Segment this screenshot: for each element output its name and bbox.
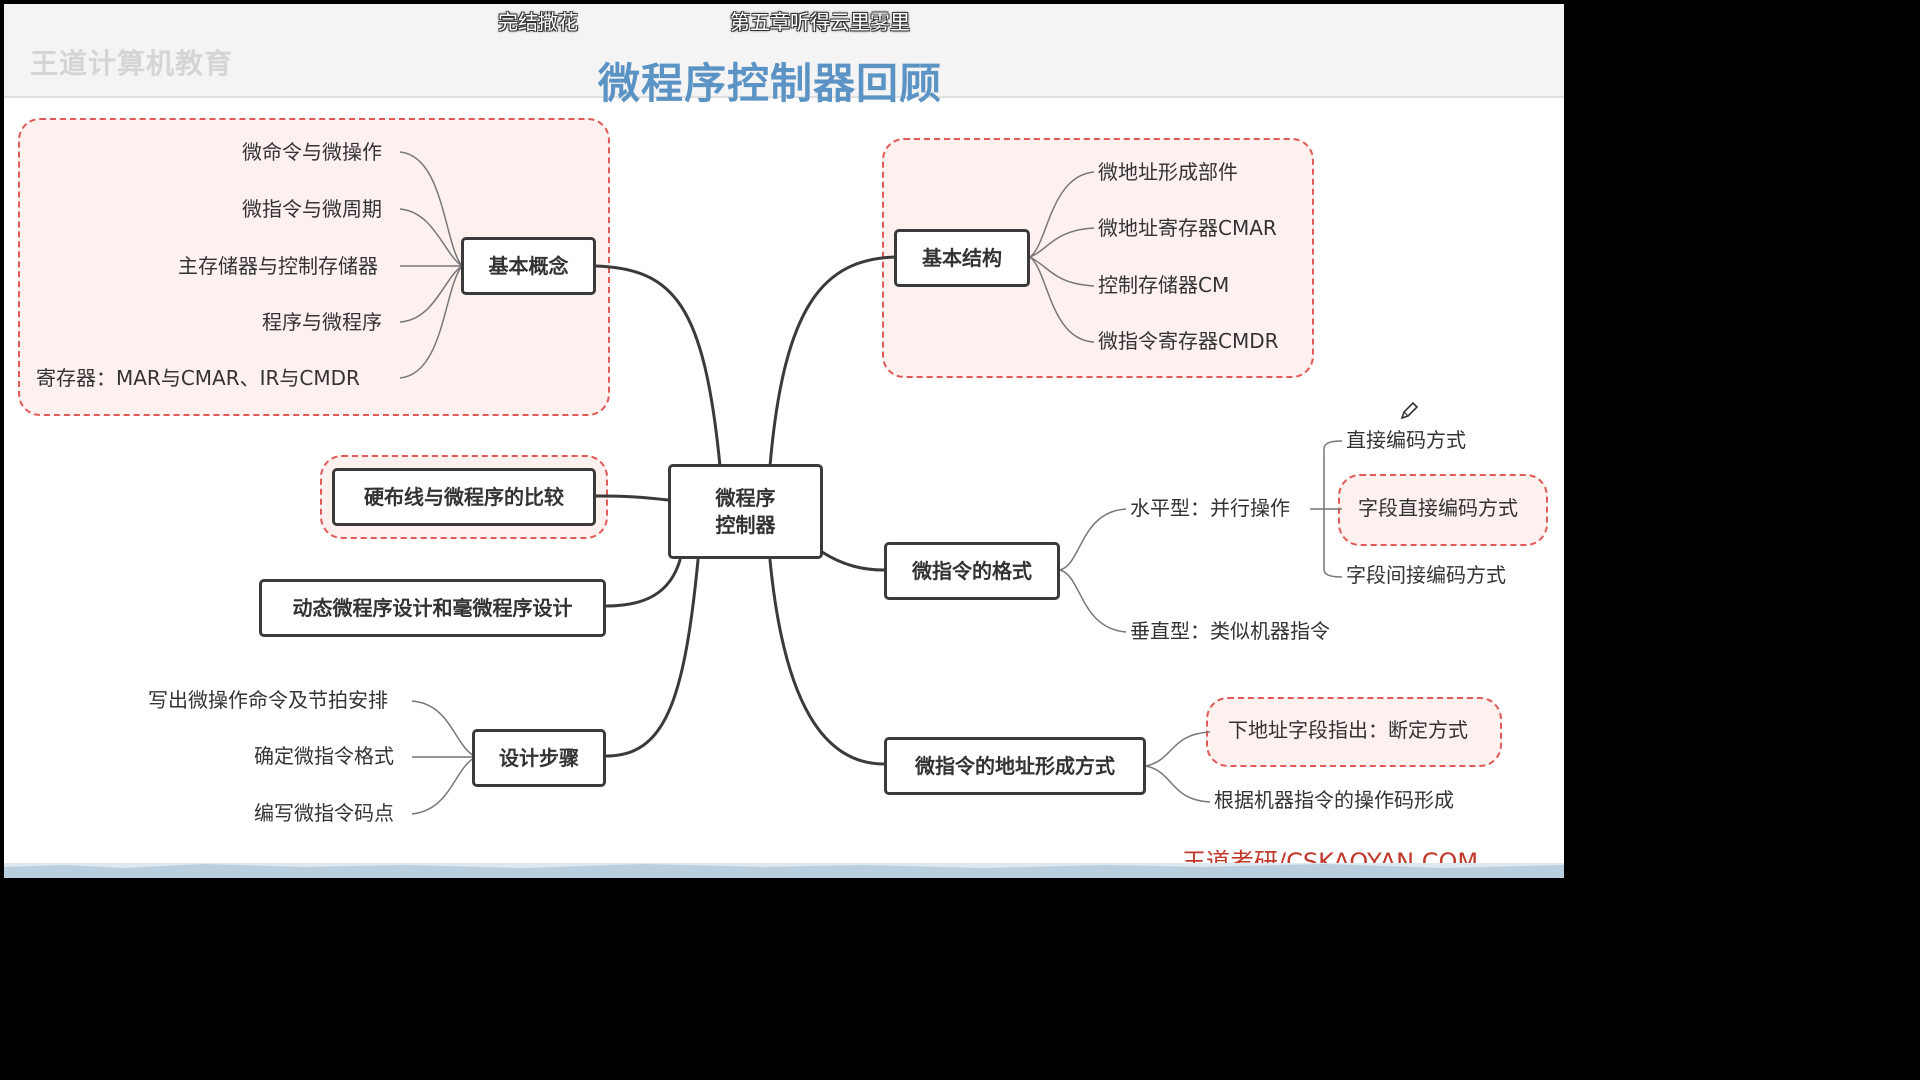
bottom-decoration xyxy=(4,863,1564,878)
header-divider xyxy=(4,96,1564,98)
center-node: 微程序 控制器 xyxy=(668,464,823,559)
dynamic-design-node: 动态微程序设计和毫微程序设计 xyxy=(259,579,606,637)
structure-item: 微指令寄存器CMDR xyxy=(1098,329,1279,353)
concept-item: 微指令与微周期 xyxy=(242,197,382,221)
page-title: 微程序控制器回顾 xyxy=(598,59,943,108)
design-step-item: 确定微指令格式 xyxy=(254,744,394,768)
encoding-item: 字段直接编码方式 xyxy=(1358,496,1518,520)
address-formation-node: 微指令的地址形成方式 xyxy=(884,737,1146,795)
encoding-item: 直接编码方式 xyxy=(1346,428,1466,452)
design-step-item: 写出微操作命令及节拍安排 xyxy=(148,688,388,712)
connector-lines xyxy=(399,151,1343,815)
basic-structure-node: 基本结构 xyxy=(894,229,1030,287)
basic-concepts-node: 基本概念 xyxy=(461,237,596,295)
highlight-field-direct xyxy=(1338,474,1548,546)
concept-item: 寄存器：MAR与CMAR、IR与CMDR xyxy=(36,366,360,390)
video-frame: 王道计算机教育 完结撒花 第五章听得云里雾里 微程序控制器回顾 xyxy=(4,4,1564,878)
highlight-next-address xyxy=(1206,697,1502,767)
danmaku-comment: 第五章听得云里雾里 xyxy=(730,10,910,34)
design-step-item: 编写微指令码点 xyxy=(254,801,394,825)
vertical-type: 垂直型：类似机器指令 xyxy=(1130,619,1330,643)
encoding-item: 字段间接编码方式 xyxy=(1346,563,1506,587)
danmaku-comment: 完结撒花 xyxy=(498,10,578,34)
design-steps-node: 设计步骤 xyxy=(472,729,606,787)
slide-header xyxy=(4,4,1564,97)
address-item: 根据机器指令的操作码形成 xyxy=(1214,788,1454,812)
structure-item: 控制存储器CM xyxy=(1098,273,1230,297)
concept-item: 主存储器与控制存储器 xyxy=(178,254,378,278)
concept-item: 微命令与微操作 xyxy=(242,140,382,164)
slide: 王道计算机教育 完结撒花 第五章听得云里雾里 微程序控制器回顾 xyxy=(4,4,1564,878)
structure-item: 微地址寄存器CMAR xyxy=(1098,216,1277,240)
watermark: 王道计算机教育 xyxy=(30,47,234,80)
comparison-node: 硬布线与微程序的比较 xyxy=(332,468,596,526)
pen-icon xyxy=(1398,400,1420,427)
structure-item: 微地址形成部件 xyxy=(1098,160,1238,184)
horizontal-type: 水平型：并行操作 xyxy=(1130,496,1290,520)
address-item: 下地址字段指出：断定方式 xyxy=(1228,718,1468,742)
microinstruction-format-node: 微指令的格式 xyxy=(884,542,1060,600)
concept-item: 程序与微程序 xyxy=(262,310,382,334)
